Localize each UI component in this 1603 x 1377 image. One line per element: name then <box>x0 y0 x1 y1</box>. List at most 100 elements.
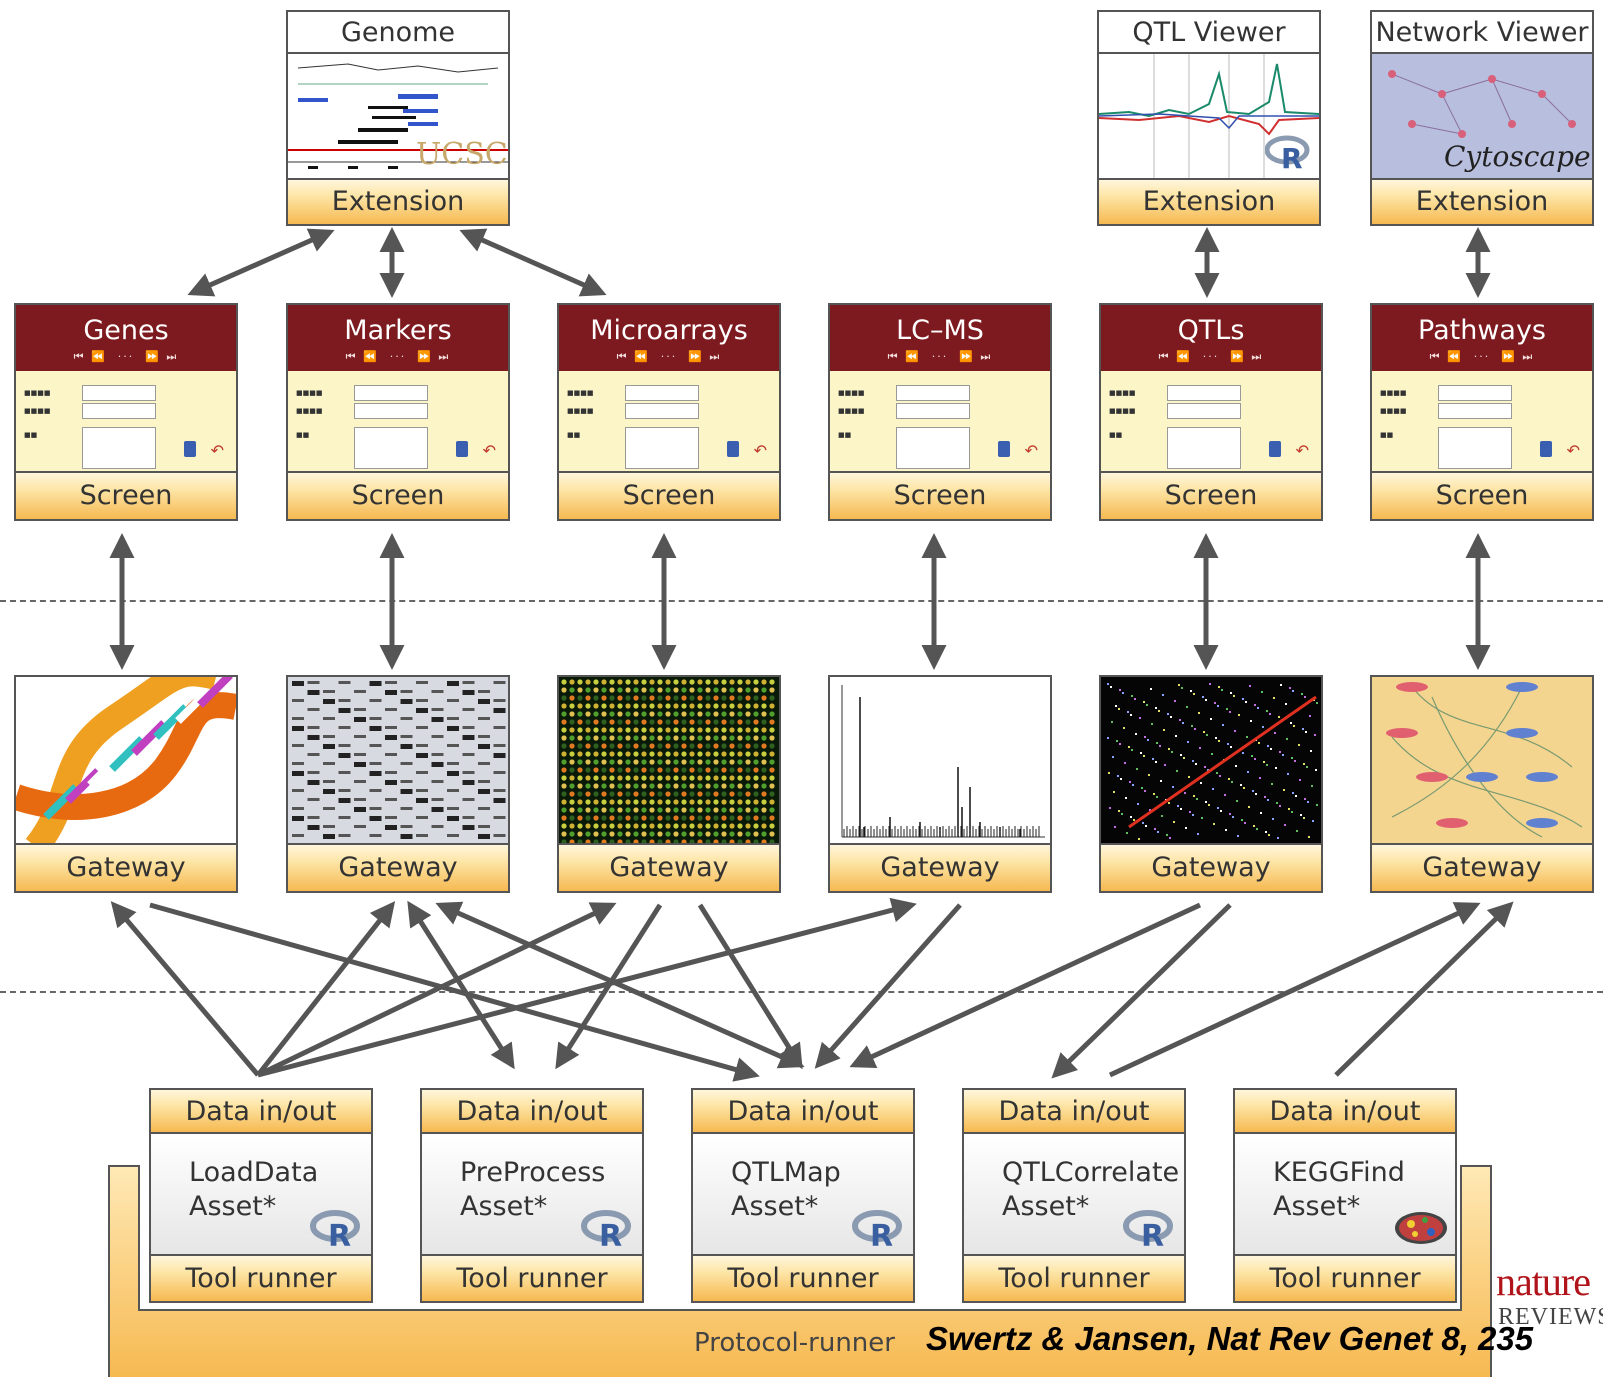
form-textarea[interactable] <box>625 427 699 469</box>
mass-spectrum-image <box>830 677 1050 845</box>
extension-title: QTL Viewer <box>1099 12 1319 54</box>
form-field[interactable] <box>1438 385 1512 401</box>
screen-header: QTLs ⏮ ⏪ ··· ⏩ ⏭ <box>1101 305 1321 371</box>
record-navigation[interactable]: ⏮ ⏪ ··· ⏩ ⏭ <box>345 350 451 363</box>
form-textarea[interactable] <box>896 427 970 469</box>
r-logo-icon: R <box>1264 134 1311 175</box>
extension-title: Network Viewer <box>1372 12 1592 54</box>
record-navigation[interactable]: ⏮ ⏪ ··· ⏩ ⏭ <box>616 350 722 363</box>
screen-0[interactable]: Genes ⏮ ⏪ ··· ⏩ ⏭ ■■■■ ■■■■ ■■ ↶ Screen <box>14 303 238 521</box>
tool-name: QTLMap Asset* <box>731 1157 841 1222</box>
connection-arrow <box>149 902 760 1082</box>
form-field[interactable] <box>896 403 970 419</box>
tool-3[interactable]: Data in/out QTLCorrelate Asset* R Tool r… <box>962 1088 1186 1303</box>
tool-runner-label: Tool runner <box>422 1254 642 1301</box>
form-field[interactable] <box>1167 403 1241 419</box>
connection-arrow <box>187 228 335 297</box>
extension-network-viewer[interactable]: Network Viewer Cytoscape Extension <box>1370 10 1594 226</box>
form-label: ■■■■ <box>1109 389 1136 397</box>
data-in-out-label: Data in/out <box>964 1090 1184 1134</box>
save-icon[interactable] <box>727 441 739 457</box>
gateway-0[interactable]: Gateway <box>14 675 238 893</box>
undo-icon[interactable]: ↶ <box>1566 441 1580 460</box>
gateway-footer: Gateway <box>288 843 508 891</box>
screen-3[interactable]: LC–MS ⏮ ⏪ ··· ⏩ ⏭ ■■■■ ■■■■ ■■ ↶ Screen <box>828 303 1052 521</box>
form-field[interactable] <box>625 403 699 419</box>
svg-text:R: R <box>599 1219 622 1248</box>
form-label: ■■ <box>567 431 581 439</box>
form-label: ■■ <box>24 431 38 439</box>
tool-runner-label: Tool runner <box>693 1254 913 1301</box>
save-icon[interactable] <box>184 441 196 457</box>
form-field[interactable] <box>1167 385 1241 401</box>
tool-name: KEGGFind Asset* <box>1273 1157 1405 1222</box>
undo-icon[interactable]: ↶ <box>482 441 496 460</box>
dna-helix-image <box>16 677 236 845</box>
form-field[interactable] <box>896 385 970 401</box>
gateway-5[interactable]: Gateway <box>1370 675 1594 893</box>
connection-arrow <box>256 901 396 1077</box>
form-label: ■■■■ <box>838 407 865 415</box>
record-navigation[interactable]: ⏮ ⏪ ··· ⏩ ⏭ <box>1158 350 1264 363</box>
screen-4[interactable]: QTLs ⏮ ⏪ ··· ⏩ ⏭ ■■■■ ■■■■ ■■ ↶ Screen <box>1099 303 1323 521</box>
form-label: ■■■■ <box>1380 389 1407 397</box>
record-navigation[interactable]: ⏮ ⏪ ··· ⏩ ⏭ <box>1429 350 1535 363</box>
form-field[interactable] <box>82 385 156 401</box>
gateway-footer: Gateway <box>1372 843 1592 891</box>
form-field[interactable] <box>354 385 428 401</box>
save-icon[interactable] <box>998 441 1010 457</box>
connection-arrow <box>435 901 805 1069</box>
extension-genome-browser[interactable]: Genome Browser UCSC Extension <box>286 10 510 226</box>
extension-footer: Extension <box>288 178 508 224</box>
screen-form: ■■■■ ■■■■ ■■ ↶ <box>559 371 779 471</box>
screen-footer: Screen <box>830 471 1050 519</box>
gateway-footer: Gateway <box>1101 843 1321 891</box>
citation: Swertz & Jansen, Nat Rev Genet 8, 235 <box>926 1320 1534 1357</box>
tool-body: PreProcess Asset* R <box>422 1134 642 1254</box>
form-field[interactable] <box>1438 403 1512 419</box>
screen-header: Genes ⏮ ⏪ ··· ⏩ ⏭ <box>16 305 236 371</box>
screen-title: QTLs <box>1177 315 1245 346</box>
save-icon[interactable] <box>456 441 468 457</box>
form-field[interactable] <box>82 403 156 419</box>
screen-title: Genes <box>83 315 169 346</box>
screen-form: ■■■■ ■■■■ ■■ ↶ <box>288 371 508 471</box>
gateway-3[interactable]: Gateway <box>828 675 1052 893</box>
undo-icon[interactable]: ↶ <box>1024 441 1038 460</box>
qtl-dotplot-image <box>1101 677 1321 845</box>
tool-1[interactable]: Data in/out PreProcess Asset* R Tool run… <box>420 1088 644 1303</box>
screen-footer: Screen <box>288 471 508 519</box>
form-textarea[interactable] <box>82 427 156 469</box>
connection-arrow <box>697 903 803 1070</box>
connection-arrow <box>1051 903 1232 1079</box>
form-textarea[interactable] <box>1438 427 1512 469</box>
screen-title: Markers <box>344 315 452 346</box>
save-icon[interactable] <box>1540 441 1552 457</box>
screen-5[interactable]: Pathways ⏮ ⏪ ··· ⏩ ⏭ ■■■■ ■■■■ ■■ ↶ Scre… <box>1370 303 1594 521</box>
svg-text:R: R <box>1281 142 1303 170</box>
form-label: ■■ <box>838 431 852 439</box>
form-field[interactable] <box>354 403 428 419</box>
tool-4[interactable]: Data in/out KEGGFind Asset* Tool runner <box>1233 1088 1457 1303</box>
form-field[interactable] <box>625 385 699 401</box>
undo-icon[interactable]: ↶ <box>210 441 224 460</box>
form-label: ■■■■ <box>1380 407 1407 415</box>
undo-icon[interactable]: ↶ <box>753 441 767 460</box>
gateway-1[interactable]: Gateway <box>286 675 510 893</box>
extension-qtl-viewer[interactable]: QTL Viewer R Extension <box>1097 10 1321 226</box>
microarray-grid-image <box>559 677 779 845</box>
record-navigation[interactable]: ⏮ ⏪ ··· ⏩ ⏭ <box>887 350 993 363</box>
screen-2[interactable]: Microarrays ⏮ ⏪ ··· ⏩ ⏭ ■■■■ ■■■■ ■■ ↶ S… <box>557 303 781 521</box>
connection-arrow <box>256 902 617 1078</box>
undo-icon[interactable]: ↶ <box>1295 441 1309 460</box>
record-navigation[interactable]: ⏮ ⏪ ··· ⏩ ⏭ <box>73 350 179 363</box>
gateway-2[interactable]: Gateway <box>557 675 781 893</box>
save-icon[interactable] <box>1269 441 1281 457</box>
gateway-4[interactable]: Gateway <box>1099 675 1323 893</box>
tool-0[interactable]: Data in/out LoadData Asset* R Tool runne… <box>149 1088 373 1303</box>
screen-1[interactable]: Markers ⏮ ⏪ ··· ⏩ ⏭ ■■■■ ■■■■ ■■ ↶ Scree… <box>286 303 510 521</box>
screen-title: Microarrays <box>590 315 748 346</box>
form-textarea[interactable] <box>1167 427 1241 469</box>
form-textarea[interactable] <box>354 427 428 469</box>
tool-2[interactable]: Data in/out QTLMap Asset* R Tool runner <box>691 1088 915 1303</box>
